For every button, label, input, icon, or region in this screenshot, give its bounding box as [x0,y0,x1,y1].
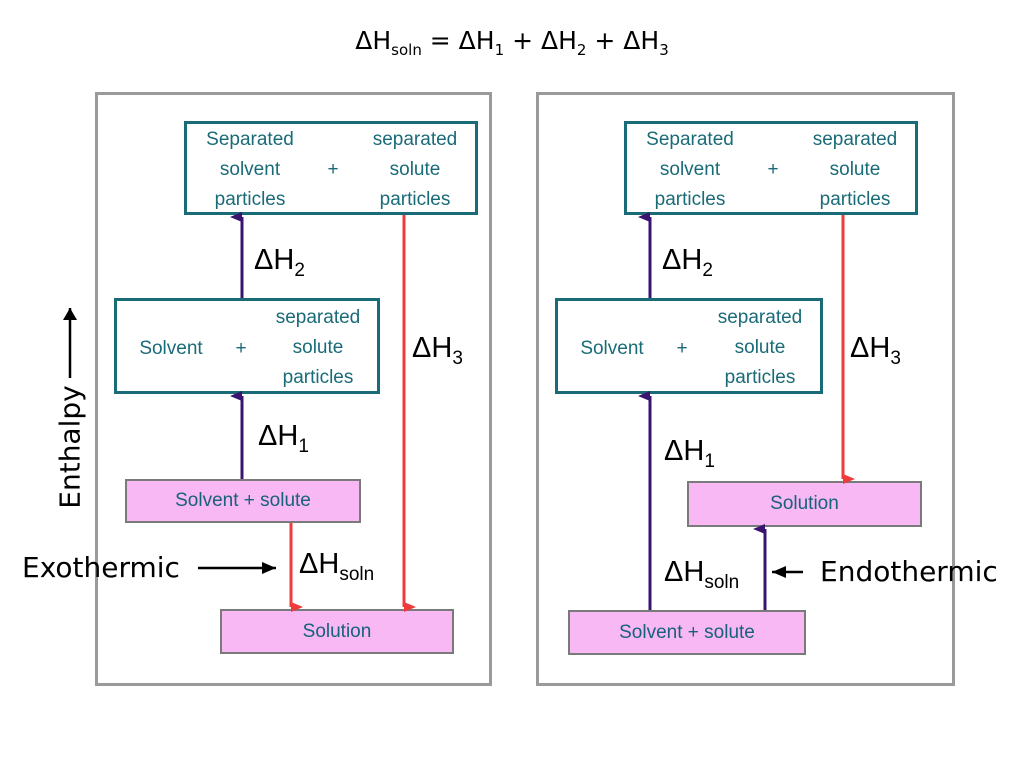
left-dhsoln-label: ΔHsoln [299,548,375,585]
enthalpy-axis-label: Enthalpy [53,385,87,509]
left-dh1-label: ΔH1 [258,420,309,457]
right-dh3-label: ΔH3 [850,332,901,369]
left-dh3-label: ΔH3 [412,332,463,369]
left-solution-box: Solution [220,609,454,654]
left-solvent-solute-box: Solvent + solute [125,479,361,523]
endothermic-label: Endothermic [820,555,998,588]
equation-title: ΔHsoln = ΔH1 + ΔH2 + ΔH3 [355,26,669,59]
right-solution-box: Solution [687,481,922,527]
left-dh2-label: ΔH2 [254,244,305,281]
right-dh2-label: ΔH2 [662,244,713,281]
right-solvent-solute-box: Solvent + solute [568,610,806,655]
exothermic-label: Exothermic [22,551,180,584]
right-dhsoln-label: ΔHsoln [664,556,740,593]
right-dh1-label: ΔH1 [664,435,715,472]
